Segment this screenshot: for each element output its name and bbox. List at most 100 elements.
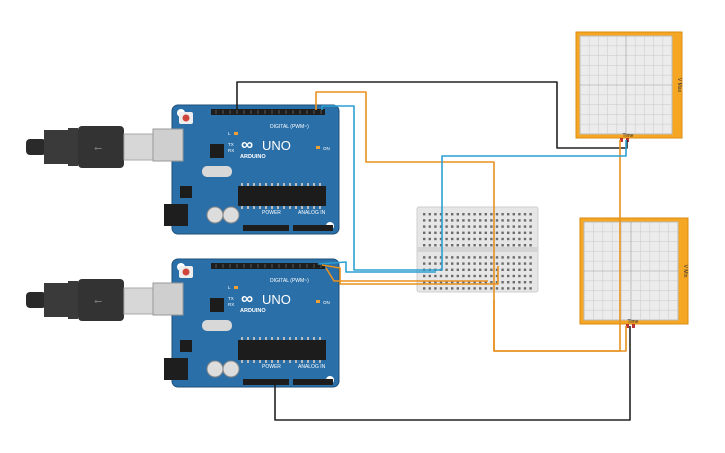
breadboard-hole[interactable] xyxy=(423,262,426,265)
breadboard-hole[interactable] xyxy=(434,237,437,241)
breadboard-hole[interactable] xyxy=(467,244,471,247)
breadboard-hole[interactable] xyxy=(473,256,476,259)
scope-probe-terminal[interactable] xyxy=(632,324,635,328)
breadboard-hole[interactable] xyxy=(490,281,493,284)
breadboard-hole[interactable] xyxy=(484,274,487,278)
breadboard-hole[interactable] xyxy=(518,244,521,247)
breadboard-hole[interactable] xyxy=(467,287,471,290)
breadboard-hole[interactable] xyxy=(529,225,532,228)
breadboard-hole[interactable] xyxy=(490,231,493,234)
breadboard-hole[interactable] xyxy=(507,213,510,216)
breadboard-hole[interactable] xyxy=(479,287,482,290)
breadboard-hole[interactable] xyxy=(434,281,437,284)
breadboard-hole[interactable] xyxy=(507,262,510,265)
breadboard-hole[interactable] xyxy=(512,244,515,247)
breadboard-hole[interactable] xyxy=(501,213,504,216)
breadboard-hole[interactable] xyxy=(462,237,465,241)
breadboard-hole[interactable] xyxy=(495,225,499,228)
breadboard-hole[interactable] xyxy=(434,213,437,216)
wire-black-board1-scope1[interactable] xyxy=(236,81,628,149)
scope-probe-terminal[interactable] xyxy=(620,138,623,142)
breadboard-holes[interactable] xyxy=(423,213,532,290)
breadboard-hole[interactable] xyxy=(484,262,487,265)
breadboard-hole[interactable] xyxy=(479,213,482,216)
breadboard-hole[interactable] xyxy=(529,213,532,216)
breadboard-hole[interactable] xyxy=(518,237,521,241)
breadboard-hole[interactable] xyxy=(518,287,521,290)
breadboard-hole[interactable] xyxy=(473,262,476,265)
breadboard-hole[interactable] xyxy=(529,268,532,271)
breadboard-hole[interactable] xyxy=(467,231,471,234)
breadboard-hole[interactable] xyxy=(462,262,465,265)
breadboard-hole[interactable] xyxy=(428,281,431,284)
breadboard-hole[interactable] xyxy=(523,287,527,290)
breadboard-hole[interactable] xyxy=(451,213,454,216)
wire-orange-board2[interactable] xyxy=(321,264,499,285)
breadboard-hole[interactable] xyxy=(456,268,459,271)
breadboard-hole[interactable] xyxy=(473,219,476,222)
breadboard-hole[interactable] xyxy=(428,231,431,234)
wire-orange-bb-scope2[interactable] xyxy=(493,300,627,352)
breadboard-hole[interactable] xyxy=(501,219,504,222)
breadboard-hole[interactable] xyxy=(428,237,431,241)
breadboard-hole[interactable] xyxy=(523,237,527,241)
arduino-board-1[interactable]: DIGITAL (PWM~) ∞ UNO ARDUINO L TX RX ON … xyxy=(152,104,340,235)
breadboard-hole[interactable] xyxy=(445,237,448,241)
breadboard-hole[interactable] xyxy=(456,219,459,222)
breadboard-hole[interactable] xyxy=(434,225,437,228)
breadboard-hole[interactable] xyxy=(456,274,459,278)
breadboard-hole[interactable] xyxy=(523,244,527,247)
breadboard-hole[interactable] xyxy=(445,262,448,265)
breadboard-hole[interactable] xyxy=(507,274,510,278)
breadboard-hole[interactable] xyxy=(462,231,465,234)
analog-header[interactable] xyxy=(293,379,333,385)
breadboard-hole[interactable] xyxy=(512,237,515,241)
usb-cable-2[interactable]: ⭠ xyxy=(26,279,155,321)
breadboard-hole[interactable] xyxy=(445,281,448,284)
breadboard-hole[interactable] xyxy=(451,231,454,234)
breadboard-hole[interactable] xyxy=(495,213,499,216)
breadboard-hole[interactable] xyxy=(473,244,476,247)
wire-blue-board2-bb[interactable] xyxy=(317,261,436,273)
breadboard-hole[interactable] xyxy=(501,281,504,284)
breadboard-hole[interactable] xyxy=(467,281,471,284)
breadboard-hole[interactable] xyxy=(518,256,521,259)
breadboard-hole[interactable] xyxy=(518,231,521,234)
breadboard-hole[interactable] xyxy=(495,281,499,284)
breadboard-hole[interactable] xyxy=(479,225,482,228)
breadboard-hole[interactable] xyxy=(423,231,426,234)
breadboard-hole[interactable] xyxy=(445,274,448,278)
breadboard-hole[interactable] xyxy=(518,213,521,216)
breadboard-hole[interactable] xyxy=(456,244,459,247)
breadboard-hole[interactable] xyxy=(484,268,487,271)
breadboard-hole[interactable] xyxy=(473,274,476,278)
breadboard-hole[interactable] xyxy=(423,274,426,278)
breadboard-hole[interactable] xyxy=(484,225,487,228)
breadboard-hole[interactable] xyxy=(490,274,493,278)
breadboard-hole[interactable] xyxy=(451,237,454,241)
breadboard-hole[interactable] xyxy=(529,281,532,284)
breadboard-hole[interactable] xyxy=(451,219,454,222)
breadboard-hole[interactable] xyxy=(467,256,471,259)
breadboard-hole[interactable] xyxy=(434,262,437,265)
breadboard-hole[interactable] xyxy=(518,274,521,278)
breadboard-hole[interactable] xyxy=(512,262,515,265)
breadboard-hole[interactable] xyxy=(423,281,426,284)
breadboard-hole[interactable] xyxy=(507,268,510,271)
breadboard-hole[interactable] xyxy=(423,287,426,290)
breadboard-hole[interactable] xyxy=(512,268,515,271)
breadboard-hole[interactable] xyxy=(490,262,493,265)
breadboard-hole[interactable] xyxy=(445,219,448,222)
breadboard-hole[interactable] xyxy=(428,274,431,278)
breadboard-hole[interactable] xyxy=(490,225,493,228)
breadboard-hole[interactable] xyxy=(507,256,510,259)
wire-black-board2-scope2[interactable] xyxy=(274,326,631,421)
breadboard-hole[interactable] xyxy=(451,281,454,284)
breadboard-hole[interactable] xyxy=(473,237,476,241)
digital-header[interactable] xyxy=(211,263,325,269)
breadboard-hole[interactable] xyxy=(473,287,476,290)
breadboard-hole[interactable] xyxy=(479,237,482,241)
breadboard-hole[interactable] xyxy=(445,244,448,247)
breadboard-hole[interactable] xyxy=(479,274,482,278)
